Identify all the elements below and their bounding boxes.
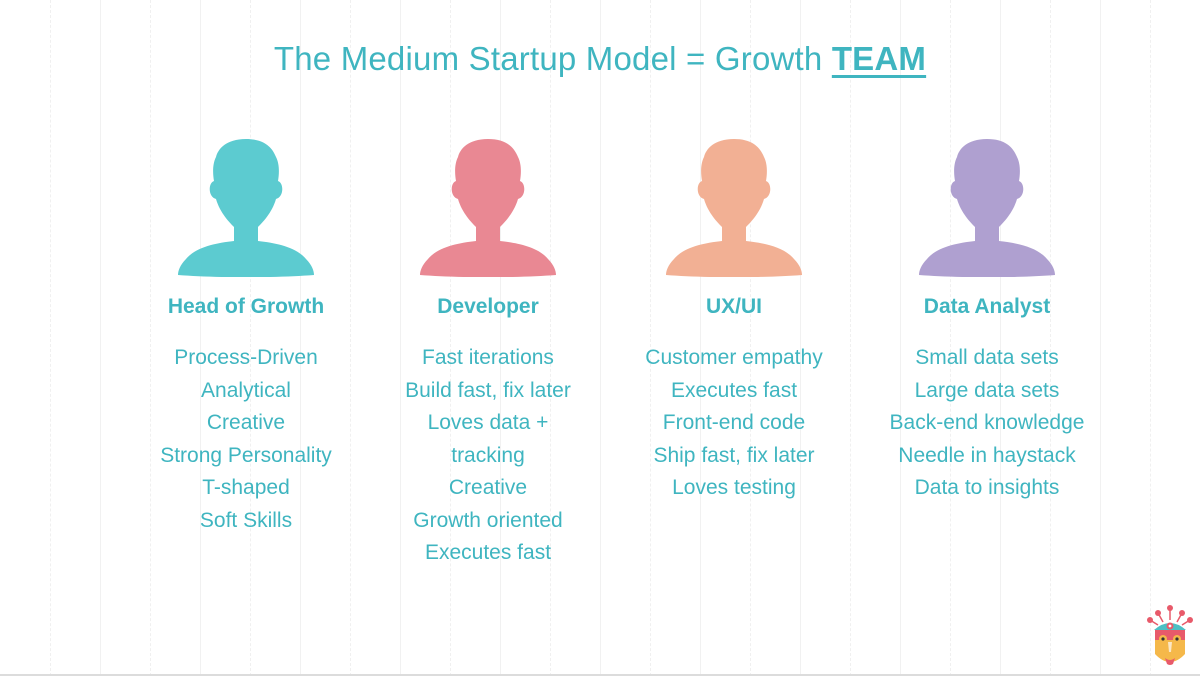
trait-item: Small data sets — [915, 346, 1059, 369]
trait-item: Loves data + — [427, 411, 549, 434]
trait-list: Small data sets Large data sets Back-end… — [867, 342, 1107, 505]
tribal-mask-icon — [1147, 605, 1193, 665]
grid-line — [1150, 0, 1151, 676]
trait-list: Process-Driven Analytical Creative Stron… — [126, 342, 366, 537]
role-card-head-of-growth: Head of Growth Process-Driven Analytical… — [126, 135, 366, 537]
grid-line — [100, 0, 101, 676]
trait-item: tracking — [451, 443, 525, 467]
role-title: Head of Growth — [167, 295, 325, 318]
trait-item: Strong Personality — [160, 443, 332, 467]
trait-item: Front-end code — [662, 411, 806, 434]
trait-item: T-shaped — [202, 476, 290, 499]
trait-item: Fast iterations — [422, 346, 554, 369]
bottom-divider — [0, 674, 1200, 676]
title-emphasis: TEAM — [831, 40, 927, 77]
trait-item: Large data sets — [914, 378, 1060, 402]
role-card-developer: Developer Fast iterations Build fast, fi… — [368, 135, 608, 570]
trait-item: Needle in haystack — [898, 443, 1076, 467]
trait-item: Process-Driven — [174, 346, 318, 369]
trait-item: Analytical — [201, 378, 291, 402]
person-silhouette-icon — [666, 139, 802, 277]
trait-item: Data to insights — [914, 476, 1060, 499]
person-silhouette-icon — [420, 139, 556, 277]
role-card-data-analyst: Data Analyst Small data sets Large data … — [867, 135, 1107, 505]
trait-item: Creative — [206, 411, 286, 434]
role-title: Data Analyst — [923, 295, 1051, 318]
role-title: UX/UI — [705, 295, 762, 318]
role-card-ux-ui: UX/UI Customer empathy Executes fast Fro… — [614, 135, 854, 505]
person-silhouette-icon — [178, 139, 314, 277]
grid-line — [50, 0, 51, 676]
trait-item: Loves testing — [672, 476, 796, 499]
trait-item: Growth oriented — [413, 508, 563, 532]
trait-item: Executes fast — [424, 541, 552, 564]
slide-title: The Medium Startup Model = Growth TEAM — [0, 40, 1200, 78]
trait-item: Back-end knowledge — [889, 411, 1085, 434]
trait-item: Ship fast, fix later — [653, 443, 815, 467]
trait-item: Soft Skills — [199, 508, 293, 532]
title-text: The Medium Startup Model = Growth — [273, 40, 832, 77]
trait-item: Build fast, fix later — [405, 378, 571, 402]
trait-item: Customer empathy — [645, 346, 823, 369]
role-title: Developer — [437, 295, 539, 318]
person-silhouette-icon — [919, 139, 1055, 277]
trait-list: Fast iterations Build fast, fix later Lo… — [368, 342, 608, 570]
trait-item: Creative — [448, 476, 528, 499]
trait-list: Customer empathy Executes fast Front-end… — [614, 342, 854, 505]
trait-item: Executes fast — [670, 378, 798, 402]
